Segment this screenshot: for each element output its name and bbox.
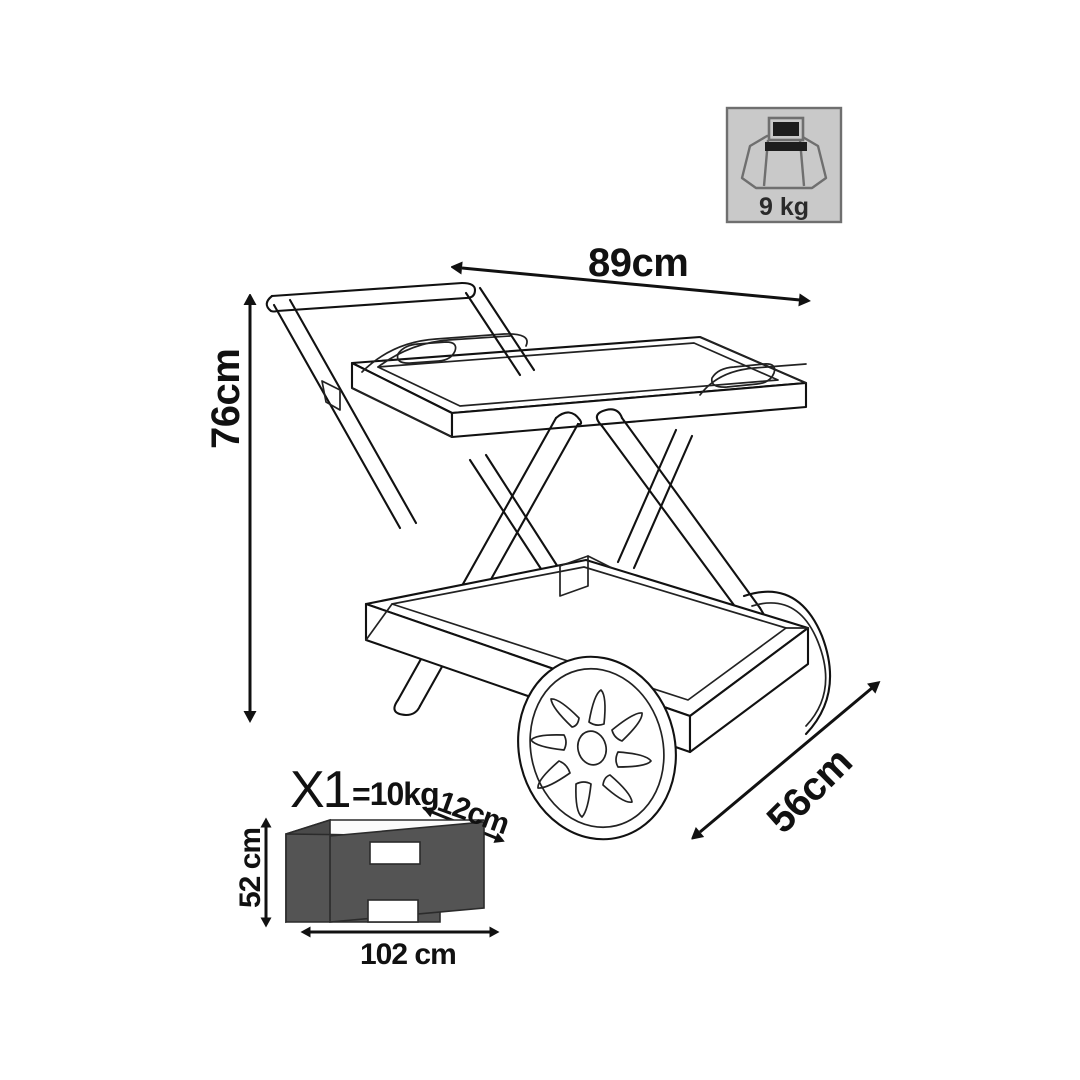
package-weight-label: =10kg [352, 776, 440, 812]
width-dimension-label: 89cm [588, 241, 689, 285]
wheel-spokes [530, 689, 652, 818]
carton-label-lower [367, 899, 419, 923]
carton-label-upper [369, 841, 421, 865]
depth-dimension-arrow [700, 688, 872, 832]
package-width-label: 102 cm [360, 938, 457, 971]
package-height-label: 52 cm [234, 827, 267, 908]
weight-badge-label: 9 kg [758, 193, 810, 221]
scale-display-bar [765, 142, 807, 151]
top-tray [350, 333, 808, 439]
height-dimension-label: 76cm [204, 348, 248, 449]
width-dimension-arrow [462, 268, 800, 300]
package-quantity-label: X1 [290, 761, 352, 819]
lower-shelf [364, 555, 810, 754]
front-wheel [517, 655, 677, 841]
carton-front-panel [329, 821, 485, 923]
scale-display-glass [773, 122, 799, 136]
